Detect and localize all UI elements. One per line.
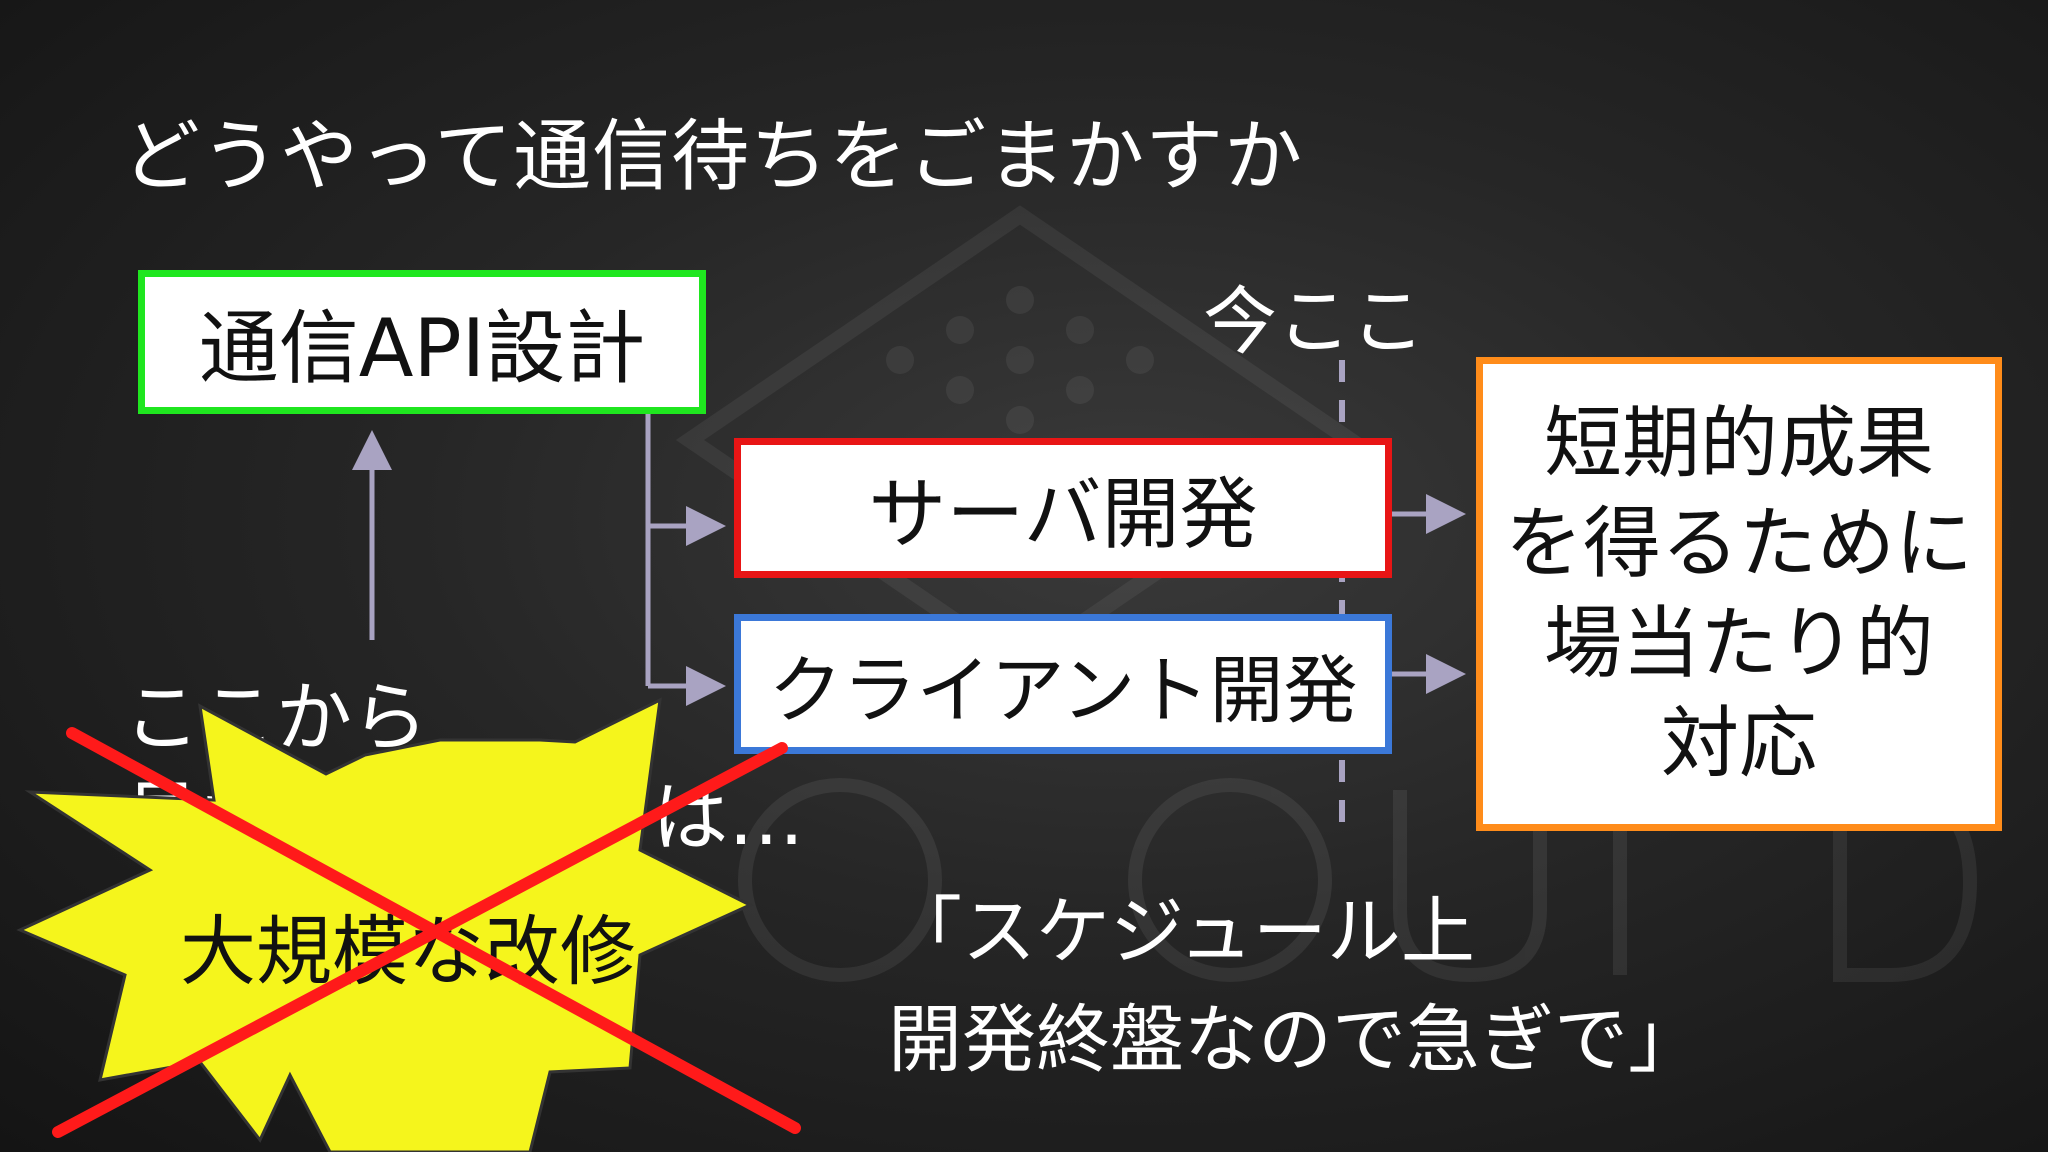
result-line-3: 場当たり的 [1543,599,1934,689]
api-design-box: 通信API設計 [138,270,706,414]
quote-line-2: 開発終盤なので急ぎで」 [888,997,1702,1083]
client-dev-box: クライアント開発 [734,614,1392,754]
short-term-result-box: 短期的成果 を得るために 場当たり的 対応 [1476,357,2002,831]
result-line-1: 短期的成果 [1543,399,1934,489]
slide-title: どうやって通信待ちをごまかすか [122,112,1304,202]
server-dev-box: サーバ開発 [734,438,1392,578]
quote-line-1: 「スケジュール上 [888,889,1475,975]
result-line-2: を得るために [1504,499,1973,589]
result-line-4: 対応 [1660,699,1817,789]
schedule-quote: 「スケジュール上 開発終盤なので急ぎで」 [888,878,1702,1094]
now-label: 今ここ [1203,279,1425,365]
